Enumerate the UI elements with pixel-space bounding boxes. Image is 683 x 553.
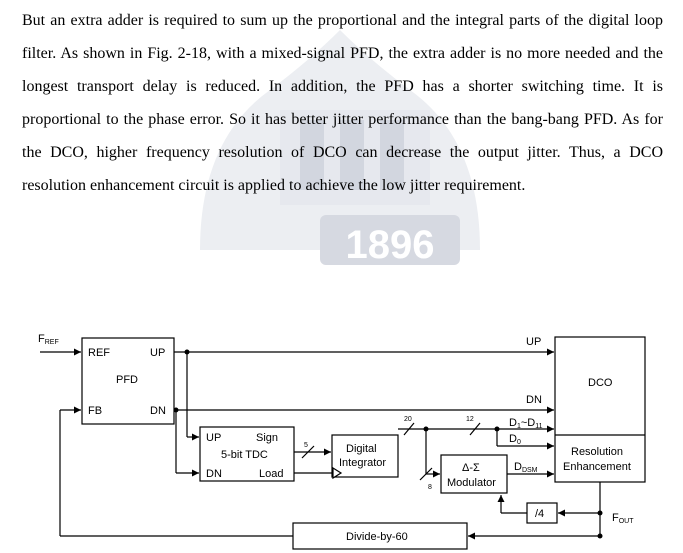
university-seal-watermark: 1896 xyxy=(200,30,480,267)
d0-label: D0 xyxy=(509,433,521,446)
d1-d11-label: D1~D11 xyxy=(509,417,543,430)
pfd-dn-label: DN xyxy=(150,405,166,417)
resolution-line2: Enhancement xyxy=(563,461,631,473)
bus-width-int: 20 xyxy=(404,416,412,423)
pfd-up-label: UP xyxy=(150,347,165,359)
watermark-year: 1896 xyxy=(346,223,435,267)
pfd-fb-label: FB xyxy=(88,405,102,417)
fout-label: FOUT xyxy=(612,512,634,525)
dn-signal-label: DN xyxy=(526,394,542,406)
div4-label: /4 xyxy=(535,508,544,520)
pfd-ref-label: REF xyxy=(88,347,110,359)
tdc-load-label: Load xyxy=(259,468,283,480)
pfd-block xyxy=(81,337,175,425)
ddsm-label: DDSM xyxy=(514,461,538,474)
modulator-line1: Δ-Σ xyxy=(462,462,480,474)
block-diagram: FREF REF UP PFD FB DN UP DN UP Sign 5-bi… xyxy=(38,333,646,550)
bus-width-tdc: 5 xyxy=(304,442,308,449)
tdc-dn-label: DN xyxy=(206,468,222,480)
bus-width-high: 12 xyxy=(466,416,474,423)
tdc-block xyxy=(199,426,295,482)
integrator-line1: Digital xyxy=(346,443,377,455)
modulator-line2: Modulator xyxy=(447,477,496,489)
body-paragraph: But an extra adder is required to sum up… xyxy=(22,12,663,194)
integrator-line2: Integrator xyxy=(339,457,386,469)
integrator-block xyxy=(331,434,399,478)
tdc-sign-label: Sign xyxy=(256,432,278,444)
fref-label: FREF xyxy=(38,333,59,346)
divide-by-60-label: Divide-by-60 xyxy=(346,531,408,543)
tdc-title: 5-bit TDC xyxy=(221,449,268,461)
tdc-up-label: UP xyxy=(206,432,221,444)
up-signal-label: UP xyxy=(526,336,541,348)
bus-width-low: 8 xyxy=(428,484,432,491)
resolution-line1: Resolution xyxy=(571,446,623,458)
pfd-title: PFD xyxy=(116,374,138,386)
dco-title: DCO xyxy=(588,377,613,389)
